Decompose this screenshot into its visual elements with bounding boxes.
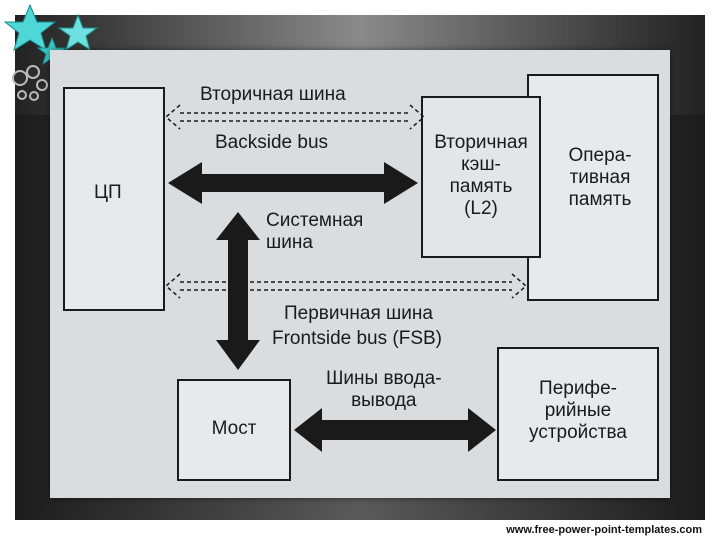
peripherals-box (497, 347, 659, 481)
backside-bus-label: Backside bus (215, 132, 329, 153)
diagram-photo: Вторичная шина Backside bus ЦП Системная… (50, 50, 670, 498)
bridge-label: Мост (211, 418, 257, 439)
ram-label: Опера- тивная память (568, 145, 632, 210)
primary-bus-label: Первичная шина (284, 303, 433, 324)
l2-cache-box (421, 96, 541, 258)
io-bus-label: Шины ввода- вывода (326, 368, 442, 411)
vertical-bus-arrow (216, 212, 260, 370)
frontside-bus-arrow (164, 273, 528, 299)
cpu-box (63, 87, 165, 311)
diagram-shapes (63, 74, 659, 481)
ram-box (527, 74, 659, 301)
secondary-bus-label: Вторичная шина (200, 84, 346, 105)
fsb-label: Frontside bus (FSB) (272, 328, 442, 349)
system-bus-arrow (168, 162, 418, 204)
system-bus-label: Системная шина (266, 210, 364, 253)
peripherals-label: Перифе- рийные устройства (529, 378, 627, 443)
cpu-label: ЦП (94, 182, 122, 203)
bridge-box (177, 379, 291, 481)
l2-cache-label: Вторичная кэш- память (L2) (434, 132, 528, 219)
io-bus-arrow (294, 408, 496, 452)
backside-bus-arrow (164, 104, 426, 130)
footer-url: www.free-power-point-templates.com (506, 524, 702, 536)
